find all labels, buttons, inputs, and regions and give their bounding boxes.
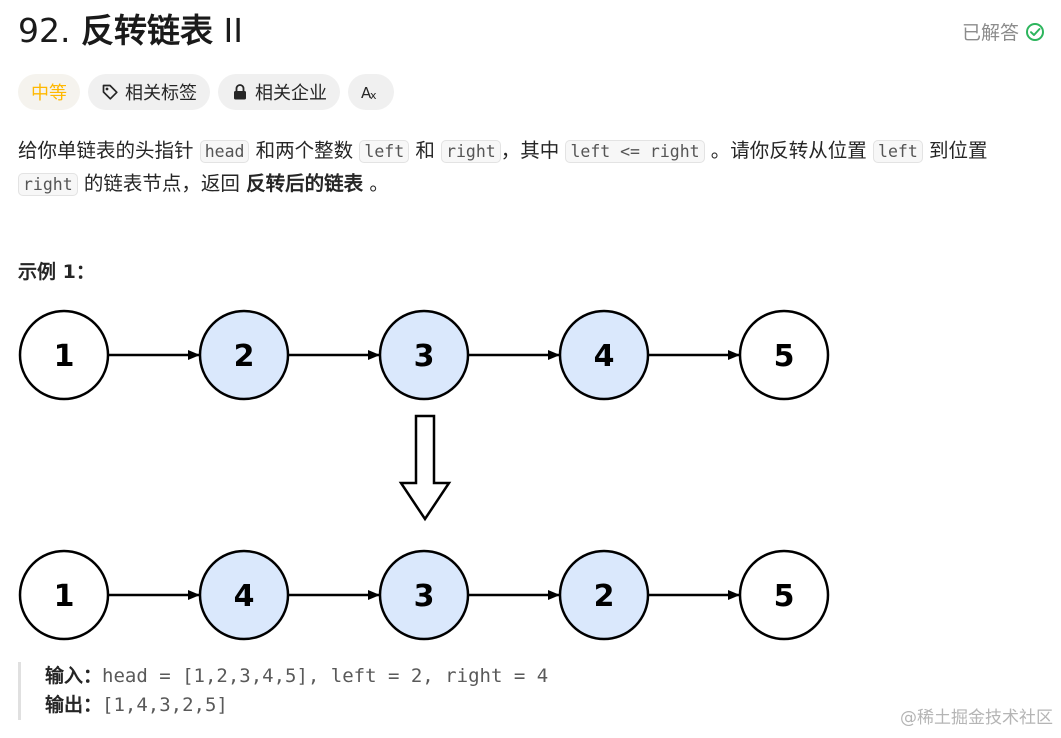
before-node-4 xyxy=(558,309,650,401)
before-node-label-1: 1 xyxy=(54,339,75,374)
difficulty-label: 中等 xyxy=(31,83,67,104)
after-node-label-3: 3 xyxy=(414,579,435,614)
example-io: 输入：head = [1,2,3,4,5], left = 2, right =… xyxy=(18,662,548,720)
desc-text: 。请你反转从位置 xyxy=(710,139,867,162)
after-node-5 xyxy=(738,549,830,641)
desc-text: 。 xyxy=(369,172,389,195)
linked-list-diagram: 1 2 3 4 5 1 4 3 2 5 xyxy=(18,309,830,641)
code-left: left xyxy=(359,140,410,163)
desc-text: 和 xyxy=(415,139,435,162)
output-value: [1,4,3,2,5] xyxy=(102,694,228,716)
code-condition: left <= right xyxy=(565,140,705,163)
before-node-3 xyxy=(378,309,470,401)
desc-text: 和两个整数 xyxy=(255,139,354,162)
solved-status: 已解答 xyxy=(962,18,1045,45)
watermark: @稀土掘金技术社区 xyxy=(900,708,1053,728)
desc-bold: 反转后的链表 xyxy=(246,172,364,195)
before-node-label-2: 2 xyxy=(234,339,255,374)
output-line: 输出：[1,4,3,2,5] xyxy=(45,691,548,720)
tag-row: 中等 相关标签 相关企业 A x xyxy=(18,74,394,110)
difficulty-badge: 中等 xyxy=(18,74,80,110)
related-tags-button[interactable]: 相关标签 xyxy=(88,74,210,110)
title-row: 92. 反转链表 II 已解答 xyxy=(18,8,1049,54)
lock-icon xyxy=(234,84,246,100)
before-node-label-3: 3 xyxy=(414,339,435,374)
example-title: 示例 1： xyxy=(18,261,95,283)
after-node-label-1: 1 xyxy=(54,579,75,614)
problem-name: 反转链表 xyxy=(80,11,213,50)
code-right-2: right xyxy=(18,173,78,196)
after-node-2 xyxy=(198,549,290,641)
before-node-label-5: 5 xyxy=(774,339,795,374)
check-circle-icon xyxy=(1026,22,1044,41)
tag-icon xyxy=(102,84,118,100)
before-node-label-4: 4 xyxy=(594,339,615,374)
problem-number: 92. xyxy=(18,11,71,50)
code-head: head xyxy=(199,140,250,163)
translate-button[interactable]: A x xyxy=(348,74,394,110)
desc-text: 到位置 xyxy=(928,139,988,162)
svg-text:x: x xyxy=(370,89,377,101)
related-companies-label: 相关企业 xyxy=(255,83,327,104)
down-arrow-icon xyxy=(398,414,452,522)
list-before: 1 2 3 4 5 xyxy=(18,309,830,401)
before-node-5 xyxy=(738,309,830,401)
after-node-3 xyxy=(378,549,470,641)
input-line: 输入：head = [1,2,3,4,5], left = 2, right =… xyxy=(45,662,548,691)
desc-text: 给你单链表的头指针 xyxy=(18,139,194,162)
related-tags-label: 相关标签 xyxy=(125,83,197,104)
translate-icon: A x xyxy=(361,84,377,101)
desc-text: ，其中 xyxy=(500,139,560,162)
svg-text:A: A xyxy=(361,84,372,101)
input-value: head = [1,2,3,4,5], left = 2, right = 4 xyxy=(102,665,549,687)
after-node-label-4: 2 xyxy=(594,579,615,614)
after-node-4 xyxy=(558,549,650,641)
before-node-2 xyxy=(198,309,290,401)
code-left-2: left xyxy=(873,140,923,163)
output-label: 输出： xyxy=(45,694,103,716)
problem-suffix: II xyxy=(223,11,243,50)
before-node-1 xyxy=(18,309,110,401)
after-node-label-2: 4 xyxy=(234,579,255,614)
solved-label: 已解答 xyxy=(961,22,1019,44)
after-node-label-5: 5 xyxy=(774,579,795,614)
problem-description: 给你单链表的头指针 head 和两个整数 left 和 right，其中 lef… xyxy=(18,135,1048,201)
after-node-1 xyxy=(18,549,110,641)
problem-title[interactable]: 92. 反转链表 II xyxy=(18,8,243,54)
related-companies-button[interactable]: 相关企业 xyxy=(218,74,340,110)
input-label: 输入： xyxy=(45,665,103,687)
list-after: 1 4 3 2 5 xyxy=(18,549,830,641)
desc-text: 的链表节点，返回 xyxy=(83,172,240,195)
code-right: right xyxy=(441,140,501,163)
